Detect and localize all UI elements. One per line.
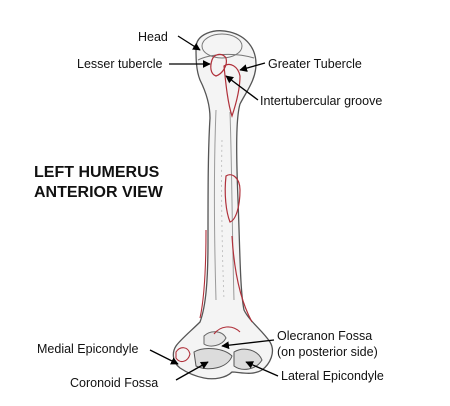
label-head: Head (138, 30, 168, 44)
deltoid-attachment (224, 174, 241, 223)
brachialis-line (231, 235, 253, 323)
capitulum-shape (233, 348, 263, 370)
humerus-bone (172, 30, 274, 380)
distal-attachment (213, 326, 241, 335)
label-olecranon-fossa: Olecranon Fossa (277, 329, 373, 343)
label-lateral-epicondyle: Lateral Epicondyle (281, 369, 384, 383)
arrow-head (177, 35, 201, 51)
label-intertubercular-groove: Intertubercular groove (260, 94, 383, 108)
label-medial-epicondyle: Medial Epicondyle (37, 342, 139, 356)
humeral-head-shape (201, 33, 243, 59)
shaft-shading (214, 109, 235, 301)
groove-attachment (223, 63, 241, 118)
medial-supracondylar-line (199, 229, 207, 319)
arrow-lateral-epicondyle (245, 361, 279, 377)
diagram-title-line-1: LEFT HUMERUS (34, 164, 160, 181)
diagram-title-line-2: ANTERIOR VIEW (34, 184, 163, 201)
label-greater-tubercle: Greater Tubercle (268, 57, 362, 71)
arrow-greater-tubercle (239, 62, 266, 72)
label-olecranon-fossa-note: (on posterior side) (277, 345, 378, 359)
coronoid-fossa-shape (203, 331, 227, 347)
arrow-intertubercular-groove (225, 75, 259, 101)
label-coronoid-fossa: Coronoid Fossa (70, 376, 159, 390)
arrow-coronoid-fossa (175, 361, 209, 381)
label-lesser-tubercle: Lesser tubercle (77, 57, 163, 71)
shaft-shading-2 (221, 139, 225, 301)
arrow-olecranon-fossa (221, 339, 275, 350)
arrow-medial-epicondyle (149, 349, 179, 365)
